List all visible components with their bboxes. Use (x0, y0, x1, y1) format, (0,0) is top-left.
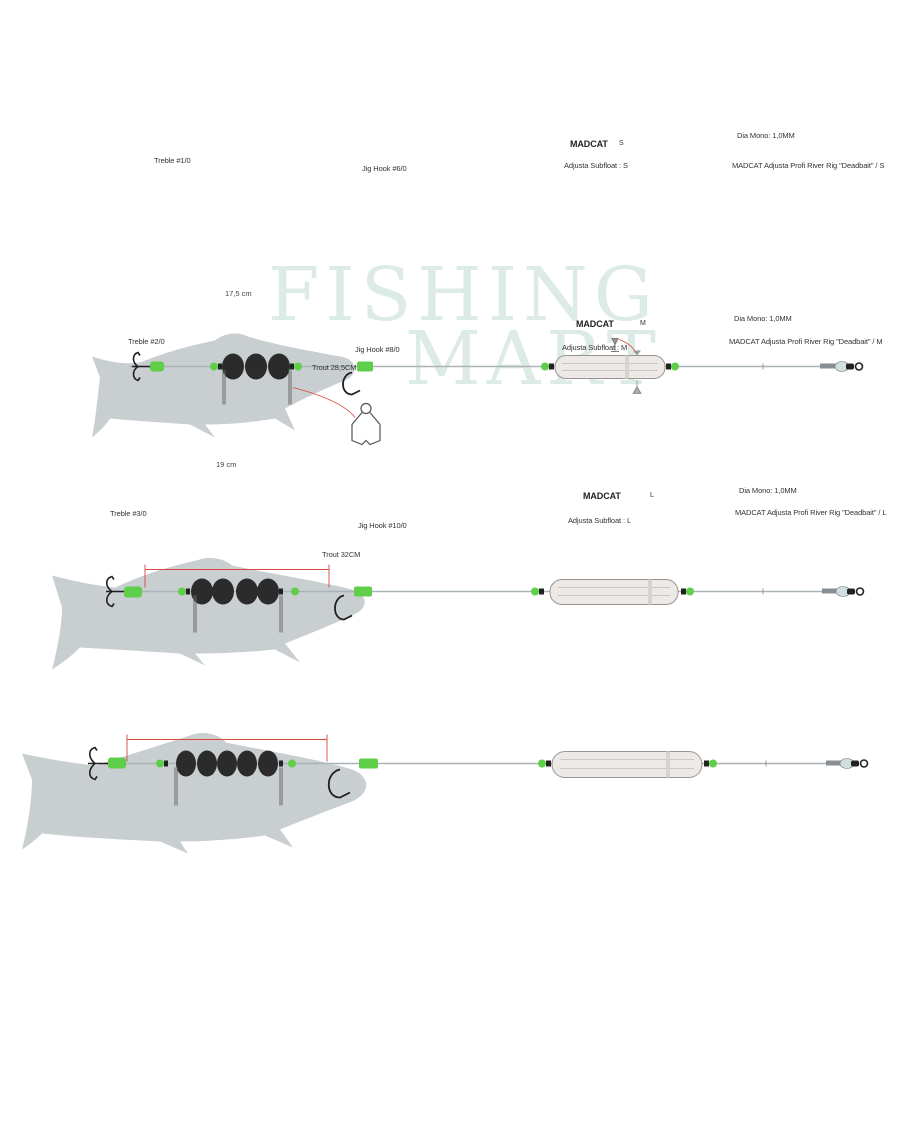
swivel-icon (822, 586, 865, 597)
rig-m: 17,5 cm Treble #2/0 Jig Hook #8/0 Trout … (0, 270, 900, 670)
mono-label: Dia Mono: 1,0MM (739, 486, 797, 495)
subfloat-l (551, 751, 703, 778)
rig-s-drawing (92, 333, 864, 446)
float-label: Adjusta Subfloat : L (568, 516, 632, 525)
rig-l-drawing (22, 733, 869, 854)
fish-silhouette-icon (52, 557, 365, 670)
subfloat-s (554, 355, 666, 379)
rig-l: 19 cm Treble #3/0 Jig Hook #10/0 Trout 3… (0, 450, 900, 854)
treble-label: Treble #3/0 (110, 509, 147, 518)
jig-hook-icon (342, 371, 361, 396)
fish-silhouette-icon (22, 733, 367, 854)
mono-label: Dia Mono: 1,0MM (737, 131, 795, 140)
jig-hook-label: Jig Hook #10/0 (358, 521, 407, 530)
swivel-icon (826, 758, 869, 769)
green-sleeve (150, 361, 164, 372)
subfloat-m (549, 579, 679, 605)
float-label: Adjusta Subfloat : S (564, 161, 628, 170)
dimension-label: 19 cm (216, 460, 237, 469)
treble-label: Treble #2/0 (128, 337, 165, 346)
watermark-fishing: FISHING (268, 252, 659, 338)
rig-name: MADCAT Adjusta Profi River Rig "Deadbait… (729, 337, 883, 346)
fish-label: Trout 32CM (322, 550, 361, 559)
lead-weights (191, 578, 279, 605)
treble-hook-icon (132, 351, 150, 382)
dimension-label: 17,5 cm (225, 289, 252, 298)
fish-label: Trout 28,5CM (312, 363, 357, 372)
swivel-icon (820, 361, 864, 372)
rig-name: MADCAT Adjusta Profi River Rig "Deadbait… (735, 508, 887, 517)
rig-m-drawing (52, 557, 865, 670)
float-label: Adjusta Subfloat : M (562, 343, 628, 352)
green-sleeve (357, 361, 373, 372)
rig-name: MADCAT Adjusta Profi River Rig "Deadbait… (732, 161, 885, 170)
jig-hook-label: Jig Hook #8/0 (355, 345, 400, 354)
float-brand: MADCAT (576, 319, 614, 329)
dimension-line (144, 564, 330, 588)
treble-label: Treble #1/0 (154, 156, 191, 165)
wire-clip-icon (351, 402, 381, 446)
float-brand: MADCAT (583, 491, 621, 501)
float-brand: MADCAT (570, 139, 608, 149)
float-size-mark: S (619, 140, 624, 147)
rig-s: Treble #1/0 Jig Hook #6/0 MADCAT S Adjus… (0, 0, 900, 446)
jig-hook-label: Jig Hook #6/0 (362, 164, 407, 173)
float-size-mark: M (640, 320, 646, 327)
jig-hook-icon (334, 594, 353, 621)
float-size-mark: L (650, 492, 654, 499)
lead-weights (176, 750, 278, 777)
lead-weights (222, 353, 290, 380)
mono-label: Dia Mono: 1,0MM (734, 314, 792, 323)
treble-hook-icon (105, 575, 124, 608)
